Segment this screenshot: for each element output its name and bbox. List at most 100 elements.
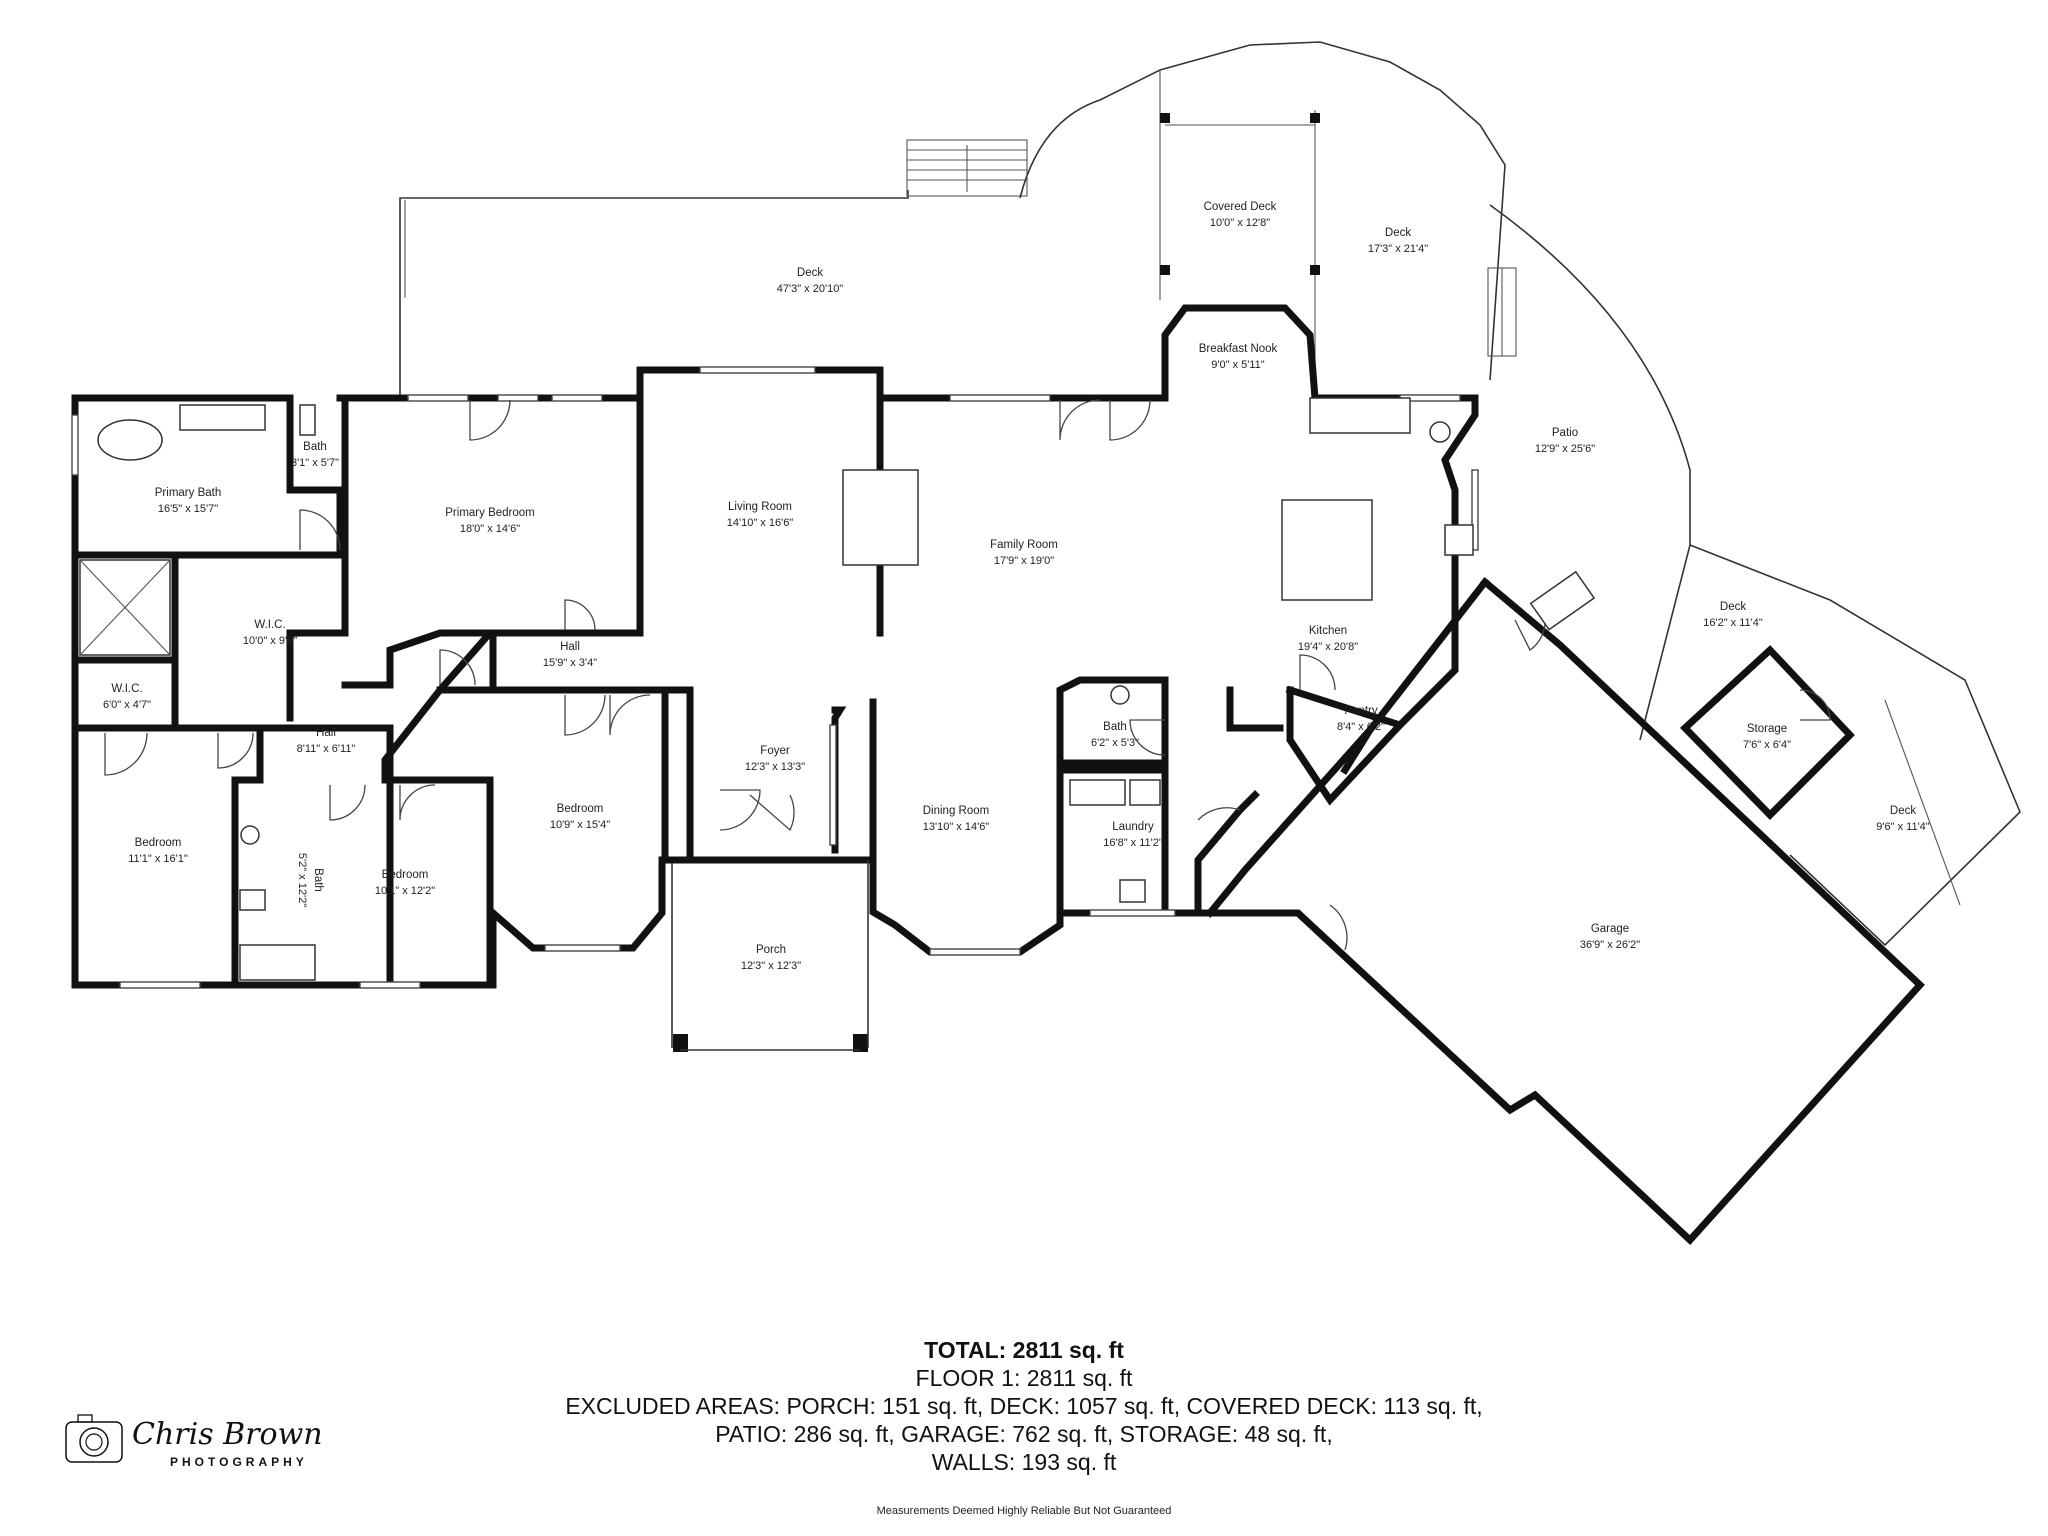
- sink-icon: [1429, 421, 1451, 443]
- svg-text:Foyer: Foyer: [760, 745, 790, 757]
- svg-text:9'0" x 5'11": 9'0" x 5'11": [1211, 359, 1264, 371]
- excluded-areas-line-2: PATIO: 286 sq. ft, GARAGE: 762 sq. ft, S…: [715, 1421, 1333, 1447]
- label-bedroom-west: Bedroom 11'1" x 16'1": [128, 837, 188, 865]
- label-family-room: Family Room 17'9" x 19'0": [990, 539, 1058, 567]
- deck-posts: [673, 113, 1320, 1052]
- floor-area: FLOOR 1: 2811 sq. ft: [915, 1365, 1133, 1391]
- windows: [71, 366, 1479, 989]
- fireplace-icon: [842, 469, 919, 566]
- svg-text:12'9" x 25'6": 12'9" x 25'6": [1535, 443, 1595, 455]
- deck-stairs: [906, 139, 1028, 197]
- label-foyer: Foyer 12'3" x 13'3": [745, 745, 805, 773]
- svg-text:17'3" x 21'4": 17'3" x 21'4": [1368, 243, 1428, 255]
- walls-area: WALLS: 193 sq. ft: [931, 1449, 1117, 1475]
- svg-text:W.I.C.: W.I.C.: [111, 683, 142, 695]
- svg-text:Garage: Garage: [1591, 923, 1629, 935]
- total-area: TOTAL: 2811 sq. ft: [924, 1337, 1124, 1363]
- svg-text:Living Room: Living Room: [728, 501, 792, 513]
- label-hall-upper: Hall 15'9" x 3'4": [543, 641, 597, 669]
- toilet-west-icon: [239, 889, 266, 911]
- svg-text:8'11" x 6'11": 8'11" x 6'11": [297, 743, 356, 755]
- exterior-walls: [71, 304, 1925, 1245]
- svg-text:Bedroom: Bedroom: [382, 869, 429, 881]
- svg-text:16'8" x 11'2": 16'8" x 11'2": [1103, 837, 1163, 849]
- label-porch: Porch 12'3" x 12'3": [741, 944, 801, 972]
- svg-text:Bath: Bath: [303, 441, 327, 453]
- excluded-areas-line-1: EXCLUDED AREAS: PORCH: 151 sq. ft, DECK:…: [565, 1393, 1483, 1419]
- room-labels: Deck 47'3" x 20'10" Covered Deck 10'0" x 1…: [103, 201, 1930, 972]
- svg-text:14'10" x 16'6": 14'10" x 16'6": [727, 517, 794, 529]
- label-deck-main: Deck 47'3" x 20'10": [777, 267, 844, 295]
- svg-text:13'10" x 14'6": 13'10" x 14'6": [923, 821, 990, 833]
- label-garage: Garage 36'9" x 26'2": [1580, 923, 1640, 951]
- label-wic-large: W.I.C. 10'0" x 9'9": [243, 619, 297, 647]
- svg-text:6'0" x 4'7": 6'0" x 4'7": [103, 699, 151, 711]
- utility-sink-icon: [1119, 879, 1146, 903]
- stove-icon: [1444, 524, 1474, 556]
- label-breakfast-nook: Breakfast Nook 9'0" x 5'11": [1199, 343, 1278, 371]
- camera-icon: [65, 1414, 123, 1463]
- fixtures: [79, 397, 1596, 981]
- svg-text:12'3" x 13'3": 12'3" x 13'3": [745, 761, 805, 773]
- toilet-icon: [299, 404, 316, 436]
- label-deck-round: Deck 17'3" x 21'4": [1368, 227, 1428, 255]
- svg-text:Primary Bedroom: Primary Bedroom: [445, 507, 534, 519]
- svg-text:W.I.C.: W.I.C.: [254, 619, 285, 631]
- svg-text:17'9" x 19'0": 17'9" x 19'0": [994, 555, 1054, 567]
- svg-text:16'5" x 15'7": 16'5" x 15'7": [158, 503, 218, 515]
- washer-icon: [1069, 779, 1126, 806]
- label-covered-deck: Covered Deck 10'0" x 12'8": [1204, 201, 1277, 229]
- bathtub-west-icon: [239, 944, 316, 981]
- label-bath-small: Bath 3'1" x 5'7": [291, 441, 339, 469]
- bathtub-icon: [97, 419, 163, 461]
- svg-text:Kitchen: Kitchen: [1309, 625, 1347, 637]
- svg-text:Laundry: Laundry: [1112, 821, 1154, 833]
- svg-text:Hall: Hall: [560, 641, 580, 653]
- label-laundry: Laundry 16'8" x 11'2": [1103, 821, 1163, 849]
- svg-text:Bath: Bath: [1103, 721, 1127, 733]
- kitchen-island-icon: [1281, 499, 1373, 601]
- svg-text:18'0" x 14'6": 18'0" x 14'6": [460, 523, 520, 535]
- svg-text:5'2" x 12'2": 5'2" x 12'2": [296, 853, 308, 907]
- svg-text:Pantry: Pantry: [1344, 705, 1377, 717]
- svg-text:Bedroom: Bedroom: [135, 837, 182, 849]
- svg-text:10'0" x 9'9": 10'0" x 9'9": [243, 635, 297, 647]
- svg-text:Covered Deck: Covered Deck: [1204, 201, 1277, 213]
- svg-text:Deck: Deck: [797, 267, 823, 279]
- logo-name: Chris Brown: [132, 1417, 323, 1452]
- svg-text:47'3" x 20'10": 47'3" x 20'10": [777, 283, 844, 295]
- svg-text:36'9" x 26'2": 36'9" x 26'2": [1580, 939, 1640, 951]
- sink-mid-icon: [1110, 685, 1130, 705]
- svg-text:Porch: Porch: [756, 944, 786, 956]
- svg-text:Bedroom: Bedroom: [557, 803, 604, 815]
- label-living-room: Living Room 14'10" x 16'6": [727, 501, 794, 529]
- svg-text:6'2" x 5'3": 6'2" x 5'3": [1091, 737, 1139, 749]
- label-bedroom-mid: Bedroom 10'1" x 12'2": [375, 869, 435, 897]
- deck-outlines: [399, 41, 2021, 947]
- cabinet-icon: [1309, 397, 1411, 434]
- svg-text:Deck: Deck: [1385, 227, 1411, 239]
- svg-text:11'1" x 16'1": 11'1" x 16'1": [128, 853, 188, 865]
- svg-text:12'3" x 12'3": 12'3" x 12'3": [741, 960, 801, 972]
- svg-text:15'9" x 3'4": 15'9" x 3'4": [543, 657, 597, 669]
- interior-walls: [71, 394, 1407, 989]
- svg-text:Breakfast Nook: Breakfast Nook: [1199, 343, 1278, 355]
- dryer-icon: [1129, 779, 1161, 806]
- disclaimer: Measurements Deemed Highly Reliable But …: [876, 1505, 1172, 1517]
- storage-walls: [1679, 645, 1855, 820]
- svg-text:10'0" x 12'8": 10'0" x 12'8": [1210, 217, 1270, 229]
- svg-text:Family Room: Family Room: [990, 539, 1058, 551]
- svg-text:3'1" x 5'7": 3'1" x 5'7": [291, 457, 339, 469]
- svg-text:10'1" x 12'2": 10'1" x 12'2": [375, 885, 435, 897]
